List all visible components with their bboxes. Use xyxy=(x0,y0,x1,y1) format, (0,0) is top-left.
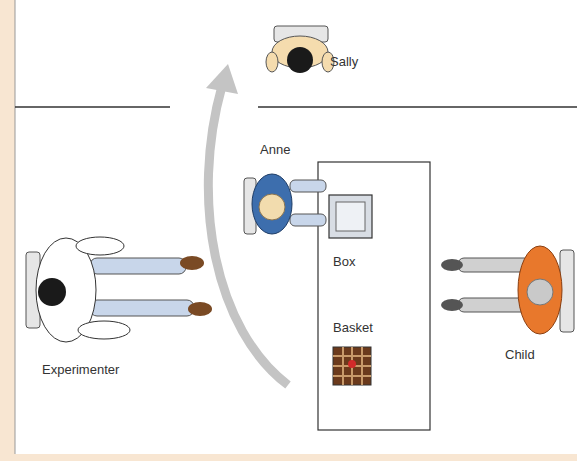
head xyxy=(287,47,313,73)
arm xyxy=(78,321,130,339)
body xyxy=(518,246,562,334)
movement-arrow xyxy=(208,86,288,385)
table xyxy=(318,162,430,430)
room-floor xyxy=(15,0,577,454)
person-label: Sally xyxy=(330,54,358,69)
leg xyxy=(90,300,194,316)
sally-figure xyxy=(266,26,334,73)
basket-icon xyxy=(333,347,371,385)
person-label: Anne xyxy=(260,142,290,157)
anne-figure xyxy=(244,174,326,234)
person-label: Child xyxy=(505,347,535,362)
head xyxy=(38,278,66,306)
object-label: Basket xyxy=(333,320,373,335)
basket-weave xyxy=(333,347,371,385)
wall-line xyxy=(15,106,170,108)
box-outer xyxy=(329,195,372,238)
shoe xyxy=(441,259,463,271)
leg xyxy=(90,258,186,274)
object-label: Box xyxy=(333,254,355,269)
box-icon xyxy=(329,195,372,238)
head xyxy=(259,194,285,220)
shoe xyxy=(188,302,212,316)
leg xyxy=(290,180,326,192)
arm xyxy=(266,52,278,72)
leg xyxy=(458,258,530,272)
shoe xyxy=(441,299,463,311)
body xyxy=(252,174,292,234)
child-figure xyxy=(441,246,574,334)
box-inner xyxy=(336,202,365,231)
basket-body xyxy=(333,347,371,385)
movement-arrowhead xyxy=(206,64,238,94)
leg xyxy=(290,214,326,226)
wall-line xyxy=(258,106,577,108)
person-label: Experimenter xyxy=(42,362,119,377)
arm xyxy=(76,237,124,255)
experimenter-figure xyxy=(26,237,212,342)
room-edge xyxy=(15,0,16,454)
head xyxy=(527,279,553,305)
marble xyxy=(348,360,356,368)
shoe xyxy=(180,256,204,270)
